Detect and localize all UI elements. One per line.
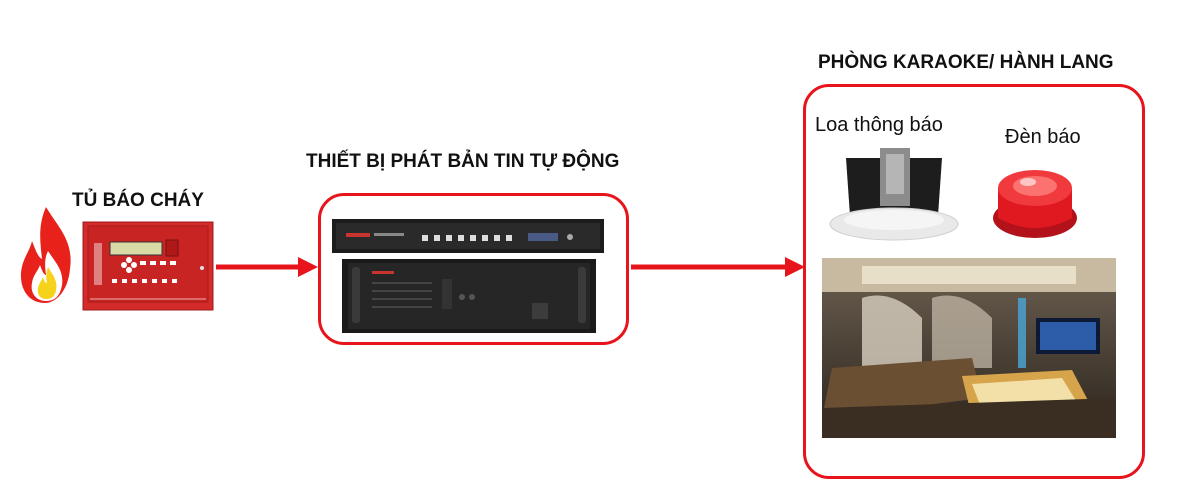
fire-alarm-panel-icon (82, 221, 214, 311)
broadcast-device-group (318, 193, 629, 345)
arrow-device-to-room (631, 257, 805, 277)
fire-panel-title: TỦ BÁO CHÁY (72, 190, 204, 211)
fire-icon (20, 207, 71, 303)
ceiling-speaker-icon (829, 148, 959, 241)
broadcast-device-title: THIẾT BỊ PHÁT BẢN TIN TỰ ĐỘNG (306, 151, 620, 172)
strobe-light-icon (993, 170, 1077, 238)
broadcast-device-icon (332, 219, 604, 333)
arrow-panel-to-device (216, 257, 318, 277)
room-group (803, 84, 1145, 479)
strobe-label: Đèn báo (1005, 126, 1081, 148)
room-title: PHÒNG KARAOKE/ HÀNH LANG (818, 52, 1114, 73)
karaoke-room-image (822, 258, 1116, 438)
speaker-label: Loa thông báo (815, 114, 943, 136)
